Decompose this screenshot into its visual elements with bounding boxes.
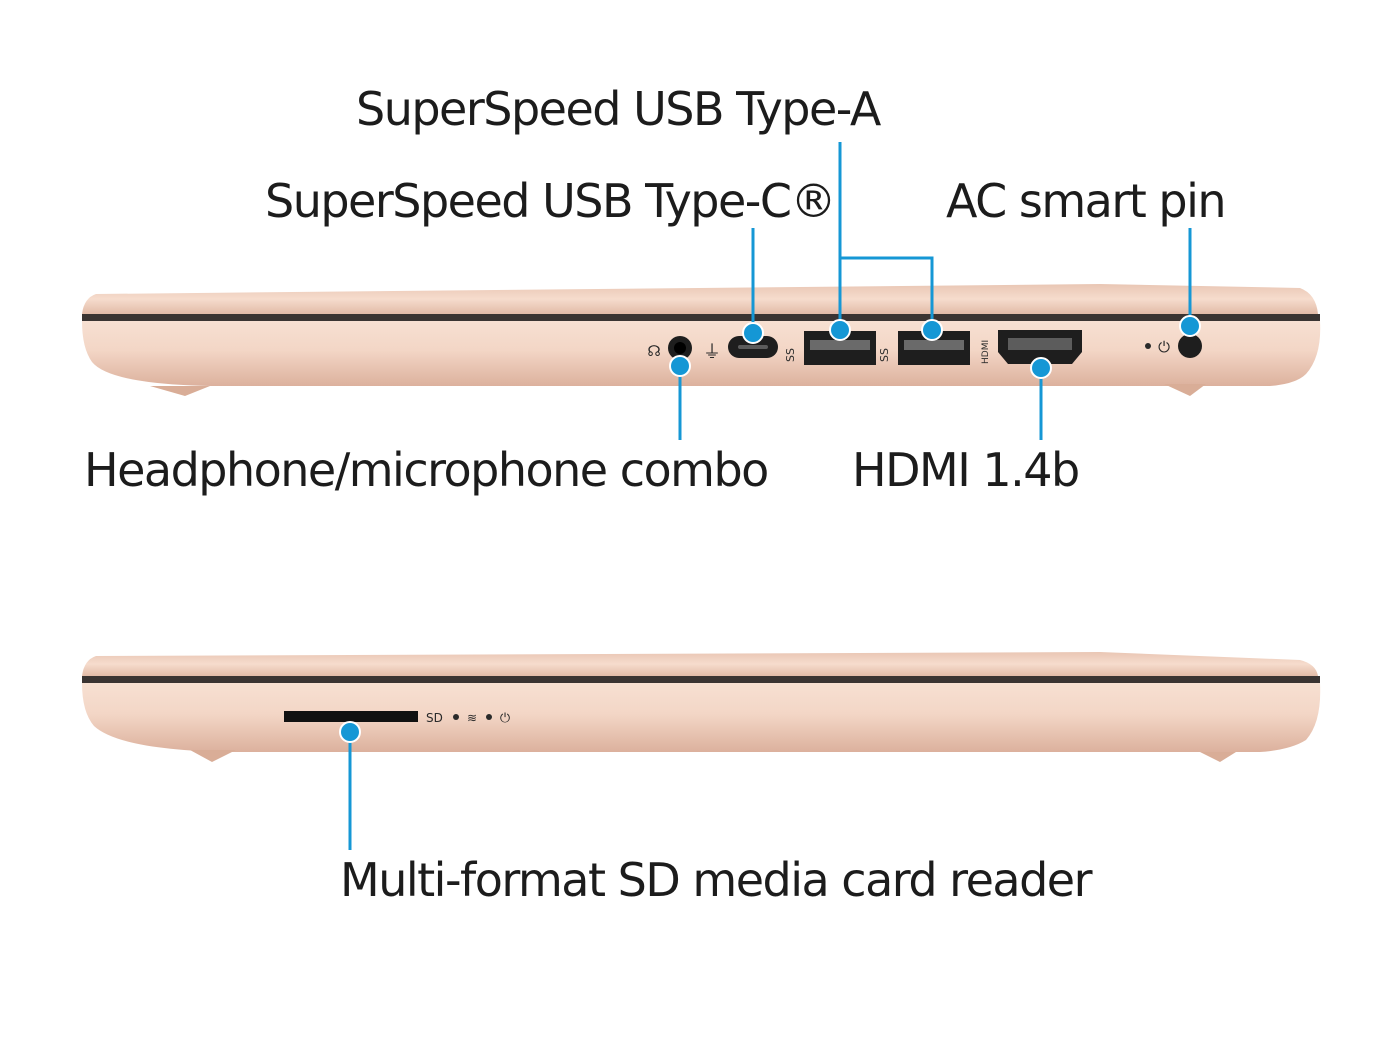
laptop-left-side: SD ≋ ⏻: [82, 652, 1321, 762]
callout-dot-ac: [1179, 315, 1201, 337]
callout-dot-usb-a-2: [921, 319, 943, 341]
callout-dot-headphone: [669, 355, 691, 377]
foot-left: [190, 750, 236, 762]
foot-right: [1164, 384, 1206, 396]
foot-right: [1200, 752, 1236, 762]
callout-label-sd-reader: Multi-format SD media card reader: [340, 853, 1093, 907]
superspeed-marking-1: SS: [784, 348, 797, 362]
usb-icon: ⏚: [703, 342, 721, 363]
storage-activity-icon: ≋: [467, 711, 477, 725]
charge-indicator-light: [1145, 343, 1151, 349]
power-plug-icon: ⏻: [1158, 338, 1170, 356]
chassis-base: [82, 683, 1321, 752]
power-icon: ⏻: [500, 711, 510, 726]
lid-top-edge: [82, 284, 1318, 314]
callouts: [348, 142, 1192, 850]
callout-dots: [339, 315, 1201, 743]
callout-label-ac-smart-pin: AC smart pin: [946, 174, 1227, 228]
callout-dot-usb-a-1: [829, 319, 851, 341]
callout-label-usb-type-c: SuperSpeed USB Type-C®: [265, 174, 837, 228]
seam-line: [82, 314, 1320, 321]
ac-power-port: [1178, 334, 1202, 358]
superspeed-marking-2: SS: [878, 348, 891, 362]
sd-card-slot: [284, 711, 418, 722]
chassis-base: [82, 321, 1321, 386]
laptop-right-side: ☊ ⏚ SS SS HDMI ⏻: [82, 284, 1321, 396]
callout-label-headphone-combo: Headphone/microphone combo: [84, 443, 769, 497]
callout-bracket-usb-a: [838, 256, 934, 330]
callout-label-usb-type-a: SuperSpeed USB Type-A: [356, 82, 881, 136]
hdmi-marking: HDMI: [981, 340, 991, 364]
indicator-light-2: [486, 714, 492, 720]
seam-line: [82, 676, 1320, 683]
callout-dot-hdmi: [1030, 357, 1052, 379]
foot-left: [150, 386, 210, 396]
indicator-light-1: [453, 714, 459, 720]
headphone-icon: ☊: [647, 342, 660, 360]
lid-top-edge: [82, 652, 1318, 676]
callout-dot-usb-c: [742, 322, 764, 344]
callout-dot-sd: [339, 721, 361, 743]
sd-marking: SD: [426, 711, 443, 725]
callout-label-hdmi: HDMI 1.4b: [852, 443, 1080, 497]
